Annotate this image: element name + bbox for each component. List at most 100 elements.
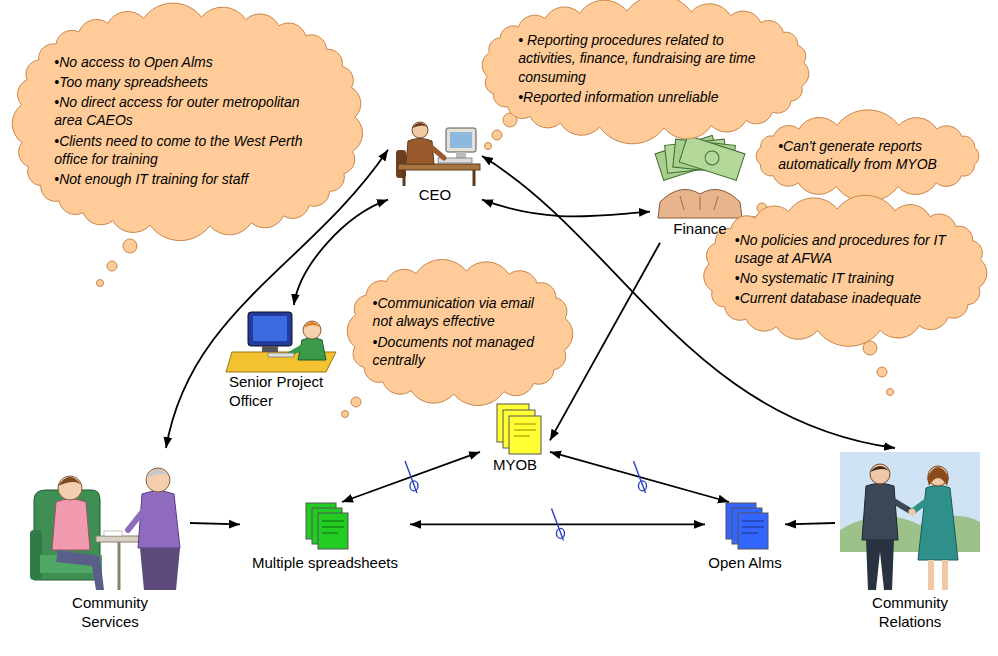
money-illustration	[655, 135, 745, 218]
connector-arrow	[342, 452, 480, 502]
broken-link-mark	[405, 461, 417, 493]
spreadsheet-document-stack	[318, 513, 348, 549]
thought-text: •Reported information unreliable	[518, 88, 773, 106]
icon-node: MYOB	[480, 402, 550, 479]
officer-illustration	[248, 312, 292, 346]
label-block: Finance	[650, 220, 750, 243]
ceo-illustration	[406, 139, 434, 165]
cloud-outline	[756, 110, 979, 202]
thought-cloud: •No policies and procedures for IT usage…	[700, 200, 990, 340]
thought-cloud: •Communication via email not always effe…	[345, 262, 575, 403]
cloud-outline	[347, 260, 573, 406]
thought-bubbles	[123, 239, 137, 253]
thought-bubbles	[107, 261, 117, 271]
connector-arrow	[550, 452, 729, 502]
label-block: Community Relations	[860, 594, 960, 636]
thought-bubbles	[877, 367, 887, 377]
icon-node: Community Services	[30, 448, 190, 636]
label-block: Open Alms	[705, 554, 785, 577]
cloud-text-block: •Communication via email not always effe…	[345, 294, 575, 371]
icon-node: Open Alms	[705, 502, 785, 577]
ceo-illustration	[412, 122, 428, 138]
broken-link-mark	[557, 528, 565, 538]
community-services-illustration	[146, 469, 170, 478]
cloud-text-block: •No policies and procedures for IT usage…	[700, 231, 990, 310]
money-illustration	[703, 149, 721, 167]
thought-text: •Current database inadequate	[735, 289, 955, 307]
thought-cloud: •No access to Open Alms •Too many spreads…	[12, 8, 364, 235]
community-relations-illustration	[840, 452, 980, 590]
connector-arrow	[785, 523, 835, 524]
icon-node: Multiple spreadsheets	[240, 502, 410, 577]
label-block: Multiple spreadsheets	[240, 554, 410, 577]
community-relations-illustration	[942, 560, 948, 590]
community-services-illustration	[56, 550, 104, 590]
thought-text: •Not enough IT training for staff	[54, 170, 322, 188]
community-services-illustration	[104, 531, 122, 536]
community-relations-illustration	[870, 464, 890, 484]
community-services-illustration	[140, 548, 180, 590]
ceo-illustration	[450, 132, 472, 148]
open-alms-document-stack	[738, 513, 768, 549]
thought-text: •Communication via email not always effe…	[373, 294, 548, 330]
icon-node: Finance	[650, 132, 750, 243]
thought-text: •Documents not managed centrally	[373, 333, 548, 369]
node-label: Finance	[650, 220, 750, 239]
thought-bubbles	[485, 143, 492, 150]
community-services-illustration	[138, 491, 180, 548]
thought-text: •No systematic IT training	[735, 269, 955, 287]
broken-link-mark	[639, 481, 647, 491]
community-relations-illustration	[866, 540, 894, 590]
icon-node: Community Relations	[835, 448, 985, 636]
thought-bubbles	[887, 389, 894, 396]
cloud-outline	[345, 262, 575, 403]
cloud-text-block: • Reporting procedures related to activi…	[478, 31, 813, 108]
cloud-outline	[704, 195, 987, 346]
connector-arrow	[482, 200, 650, 217]
icon-node: Senior Project Officer	[225, 305, 350, 415]
broken-link-mark	[552, 508, 564, 540]
community-relations-illustration	[870, 466, 890, 472]
officer-illustration	[303, 322, 321, 328]
connector-arrow	[190, 523, 240, 524]
thought-text: •Too many spreadsheets	[54, 73, 322, 91]
thought-cloud: • Reporting procedures related to activi…	[478, 2, 813, 137]
community-relations-illustration	[862, 484, 898, 541]
community-services-illustration	[58, 476, 82, 500]
thought-text: • Reporting procedures related to activi…	[518, 31, 773, 86]
cloud-text-block: •Can't generate reports automatically fr…	[750, 137, 985, 175]
node-label: Community Relations	[860, 594, 960, 632]
community-relations-illustration	[840, 452, 980, 552]
label-block: CEO	[388, 186, 482, 209]
ceo-illustration	[473, 170, 476, 186]
thought-bubbles	[492, 130, 502, 140]
broken-link-mark	[634, 461, 647, 493]
officer-illustration	[262, 346, 278, 352]
ceo-illustration	[446, 128, 476, 152]
community-services-illustration	[128, 510, 144, 530]
officer-illustration	[268, 353, 294, 357]
icon-node: CEO	[388, 118, 482, 209]
ceo-illustration	[430, 146, 444, 158]
community-relations-illustration	[927, 467, 949, 486]
ceo-illustration	[412, 123, 428, 128]
label-block: MYOB	[480, 456, 550, 479]
community-services-illustration	[30, 468, 180, 590]
node-label: CEO	[388, 186, 482, 205]
thought-text: •No policies and procedures for IT usage…	[735, 231, 955, 267]
thought-text: •No access to Open Alms	[54, 53, 322, 71]
money-illustration	[680, 196, 718, 210]
spreadsheet-document-stack	[306, 503, 348, 549]
broken-link-mark	[405, 461, 418, 493]
community-relations-illustration	[909, 509, 916, 516]
community-relations-illustration	[928, 560, 934, 590]
community-relations-illustration	[928, 466, 948, 486]
thought-cloud: •Can't generate reports automatically fr…	[750, 116, 985, 196]
broken-link-mark	[410, 481, 418, 491]
label-block: Senior Project Officer	[229, 373, 339, 415]
node-label: Open Alms	[705, 554, 785, 573]
thought-bubbles	[342, 411, 349, 418]
ceo-illustration	[456, 152, 466, 158]
thought-text: •No direct access for outer metropolitan…	[54, 93, 322, 129]
